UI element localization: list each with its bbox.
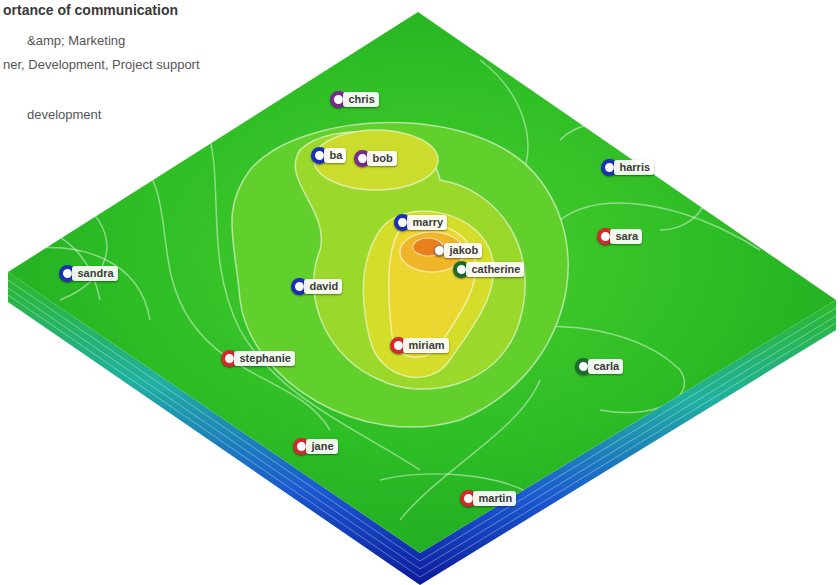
- marker-dot: [434, 245, 445, 256]
- person-label: bob: [367, 151, 397, 166]
- person-label: carla: [588, 359, 624, 374]
- person-marker: jane: [293, 438, 338, 455]
- map-surface: [8, 12, 836, 553]
- contours: [8, 30, 780, 555]
- person-marker: david: [291, 278, 343, 295]
- person-marker: marry: [394, 214, 448, 231]
- person-marker: harris: [601, 159, 655, 176]
- person-marker: catherine: [453, 261, 525, 278]
- person-label: ba: [324, 148, 347, 163]
- person-marker: bob: [354, 150, 397, 167]
- person-marker: carla: [575, 358, 624, 375]
- map-title: ortance of communication: [3, 2, 178, 18]
- person-label: david: [304, 279, 343, 294]
- person-marker: stephanie: [221, 350, 295, 367]
- person-marker: jakob: [431, 243, 483, 258]
- person-label: martin: [473, 491, 517, 506]
- legend-line: &amp; Marketing: [27, 33, 125, 48]
- person-marker: sara: [597, 228, 643, 245]
- person-label: catherine: [466, 262, 525, 277]
- person-marker: chris: [330, 91, 379, 108]
- person-marker: ba: [311, 147, 347, 164]
- person-marker: sandra: [59, 265, 118, 282]
- person-label: stephanie: [234, 351, 295, 366]
- person-label: chris: [343, 92, 379, 107]
- person-marker: martin: [460, 490, 517, 507]
- person-marker: miriam: [390, 337, 449, 354]
- legend-line: development: [27, 107, 101, 122]
- person-label: jane: [306, 439, 338, 454]
- person-label: harris: [614, 160, 655, 175]
- person-label: jakob: [444, 243, 483, 258]
- person-label: sandra: [72, 266, 118, 281]
- person-label: miriam: [403, 338, 449, 353]
- person-label: marry: [407, 215, 448, 230]
- person-label: sara: [610, 229, 643, 244]
- legend-line: ner, Development, Project support: [3, 57, 200, 72]
